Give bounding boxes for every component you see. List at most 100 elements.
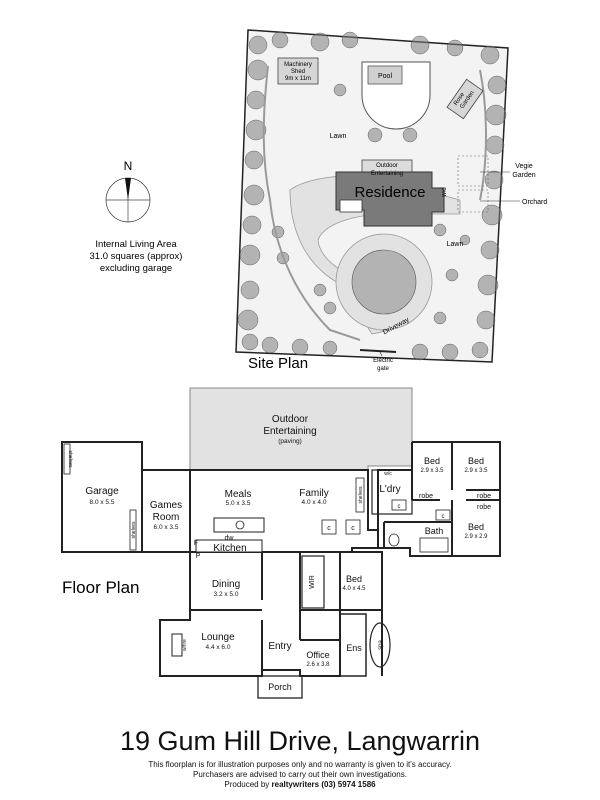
label-vegie-1: Vegie bbox=[515, 163, 533, 170]
info-line-1: Internal Living Area bbox=[95, 239, 177, 250]
games-size: 6.0 x 3.5 bbox=[154, 524, 179, 531]
bed2-size: 2.9 x 3.5 bbox=[464, 468, 488, 474]
info-line-2: 31.0 squares (approx) bbox=[90, 251, 183, 262]
label-orchard: Orchard bbox=[522, 199, 547, 206]
pool bbox=[367, 65, 403, 85]
property-address: 19 Gum Hill Drive, Langwarrin bbox=[119, 726, 481, 756]
family-label: Family bbox=[299, 488, 328, 499]
compass: N bbox=[105, 159, 151, 223]
machinery-shed bbox=[277, 57, 319, 85]
disclaimer-line-1: This floorplan is for illustration purpo… bbox=[148, 760, 452, 769]
ensuite-room bbox=[339, 613, 367, 677]
disclaimer: This floorplan is for illustration purpo… bbox=[0, 760, 600, 790]
spa-label: spa bbox=[378, 640, 384, 650]
fireplace bbox=[171, 633, 183, 657]
porch-label: Porch bbox=[268, 682, 292, 692]
games-room bbox=[141, 469, 191, 553]
bed1-label: Bed bbox=[424, 456, 440, 466]
label-outdoor-2: Entertaining bbox=[371, 171, 403, 177]
shelves-garage-label: shelves bbox=[67, 451, 73, 468]
dining-label: Dining bbox=[212, 579, 240, 590]
robe-label-2: robe bbox=[477, 493, 491, 500]
producer-line: Produced by realtywriters (03) 5974 1586 bbox=[0, 780, 600, 790]
label-site-wc: W/C bbox=[442, 187, 448, 197]
garage-footprint bbox=[339, 199, 363, 213]
bed3-size: 2.9 x 2.9 bbox=[464, 534, 488, 540]
laundry-label: L'dry bbox=[379, 484, 400, 495]
meals-size: 5.0 x 3.5 bbox=[226, 500, 251, 507]
label-shed-3: 9m x 11m bbox=[285, 76, 311, 82]
site-plan-title: Site Plan bbox=[248, 355, 308, 372]
compass-needle bbox=[125, 178, 131, 200]
cupboard-2 bbox=[345, 519, 361, 535]
cupboard-3 bbox=[391, 499, 407, 511]
garage-size: 8.0 x 5.5 bbox=[90, 499, 115, 506]
shelves-family bbox=[355, 477, 365, 513]
games-label-1: Games bbox=[150, 500, 182, 511]
wir bbox=[301, 555, 325, 609]
fridge-label: F bbox=[194, 540, 198, 547]
kitchen-bench bbox=[195, 539, 263, 553]
tree-belt bbox=[237, 31, 507, 361]
wc-label: w/c bbox=[384, 471, 392, 477]
info-line-3: excluding garage bbox=[100, 263, 172, 274]
label-lawn-2: Lawn bbox=[447, 241, 464, 248]
gate bbox=[359, 349, 397, 353]
sink bbox=[235, 520, 245, 530]
central-garden bbox=[351, 249, 417, 315]
office-size: 2.6 x 3.8 bbox=[306, 662, 330, 668]
label-pool: Pool bbox=[378, 73, 392, 80]
cupboard-label-1: c bbox=[327, 525, 331, 532]
shelves-games-label: shelves bbox=[131, 521, 137, 538]
garage-label: Garage bbox=[85, 486, 119, 497]
robe-label-1: robe bbox=[419, 493, 433, 500]
games-label-2: Room bbox=[153, 512, 180, 523]
outdoor-label-1: Outdoor bbox=[272, 414, 309, 425]
shelves-games bbox=[129, 509, 137, 551]
outdoor-label-2: Entertaining bbox=[263, 426, 316, 437]
laundry-room bbox=[371, 469, 413, 515]
porch bbox=[257, 675, 303, 699]
robe-label-3: robe bbox=[477, 504, 491, 511]
bed4-outline bbox=[300, 551, 341, 611]
compass-north: N bbox=[124, 159, 133, 173]
cupboard-label-4: c bbox=[442, 514, 445, 520]
meals-label: Meals bbox=[225, 489, 252, 500]
bed4-size: 4.0 x 4.5 bbox=[342, 586, 366, 592]
entry-label: Entry bbox=[268, 641, 291, 652]
label-lawn-1: Lawn bbox=[330, 133, 347, 140]
label-gate-2: gate bbox=[377, 366, 389, 372]
bed2-label: Bed bbox=[468, 456, 484, 466]
site-plan: Machinery Shed 9m x 11m Pool Rose Garden… bbox=[235, 29, 547, 372]
track-path bbox=[262, 65, 361, 341]
lounge-size: 4.4 x 6.0 bbox=[206, 644, 231, 651]
label-gate-1: Electric bbox=[373, 358, 393, 364]
label-vegie-2: Garden bbox=[512, 172, 535, 179]
cupboard-label-3: c bbox=[398, 504, 401, 510]
outdoor-label-3: (paving) bbox=[278, 438, 301, 445]
produced-by: Produced by bbox=[224, 780, 270, 789]
family-size: 4.0 x 4.0 bbox=[302, 499, 327, 506]
shelves-family-label: shelves bbox=[358, 486, 364, 503]
label-outdoor-1: Outdoor bbox=[376, 163, 398, 169]
fireplace-label: w/fire bbox=[182, 639, 188, 651]
cupboard-label-2: c bbox=[351, 525, 355, 532]
floor-plan-labels: Outdoor Entertaining (paving) Garage 8.0… bbox=[67, 414, 491, 692]
office-label: Office bbox=[306, 650, 329, 660]
ensuite-label: Ens bbox=[346, 643, 362, 653]
cupboard-1 bbox=[321, 519, 337, 535]
dw-label: dw bbox=[225, 535, 235, 542]
producer: realtywriters (03) 5974 1586 bbox=[271, 780, 376, 789]
floor-plan bbox=[61, 387, 501, 699]
bed3-label: Bed bbox=[468, 522, 484, 532]
shelves-garage bbox=[63, 443, 71, 475]
cupboard-4 bbox=[435, 509, 451, 521]
island-bench bbox=[213, 517, 265, 533]
gate-leader bbox=[379, 351, 383, 357]
bed1-size: 2.9 x 3.5 bbox=[420, 468, 444, 474]
bed4-east bbox=[340, 551, 383, 610]
bed4-label: Bed bbox=[346, 574, 362, 584]
dining-size: 3.2 x 5.0 bbox=[214, 591, 239, 598]
spa-tub bbox=[369, 622, 391, 668]
